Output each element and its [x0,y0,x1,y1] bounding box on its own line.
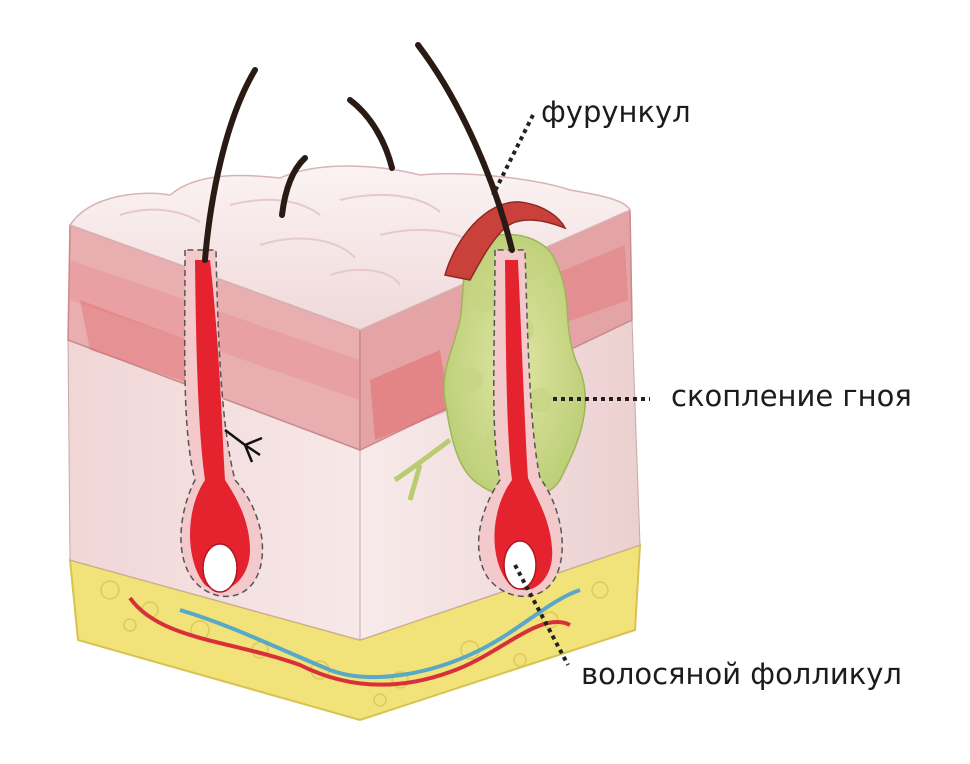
furuncle-label: фурункул [541,95,691,129]
short-hair-2 [347,97,395,171]
short-hair-1 [279,155,308,218]
right-hair-follicle [415,42,563,598]
leader-lines [491,114,650,666]
pus-accumulation-label: скопление гноя [671,379,912,413]
artery [128,596,571,687]
furuncle-head [444,201,567,281]
left-hair-follicle [180,67,264,597]
pus-branch [393,437,452,501]
vein [179,588,581,680]
hair-follicle-label: волосяной фолликул [581,657,902,691]
furuncle-leader [491,114,535,196]
follicle-leader [513,564,570,666]
